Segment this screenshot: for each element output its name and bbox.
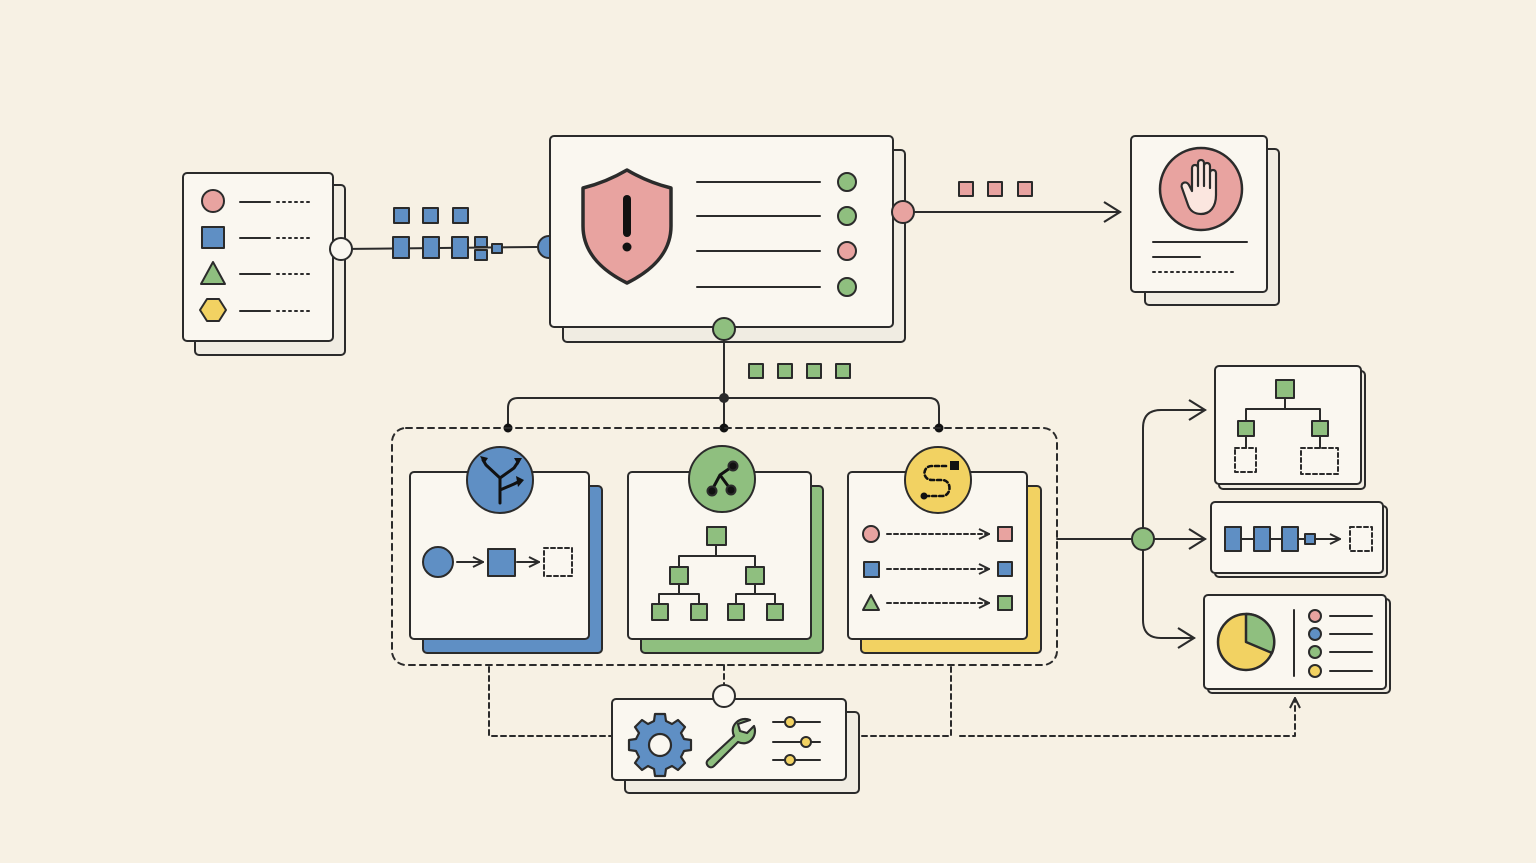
input-connector [329,207,561,261]
output-card-tree [1214,365,1366,490]
output-card-report [1203,594,1391,694]
branch-card-sequence [409,446,603,654]
triangle-icon [200,261,226,285]
settings-panel [611,684,860,794]
pipeline-icon [1224,526,1373,552]
branch-card-mapping [847,446,1042,654]
status-indicators [837,172,857,297]
route-path-icon [904,446,972,514]
stop-hand-icon [1158,146,1244,232]
circle-icon [201,189,225,213]
hexagon-icon [199,298,227,322]
warning-shield-icon [581,168,673,285]
gear-icon [627,712,693,778]
branching-icon [466,446,534,514]
output-card-pipeline [1210,501,1388,578]
branch-card-hierarchy [627,445,824,654]
processing-group [391,427,1058,666]
guard-text-lines [696,181,821,288]
blocked-connector [891,181,1120,224]
guard-card [549,135,906,343]
sliders-icon [772,716,821,766]
output-connector [1056,410,1205,638]
stop-card [1130,135,1280,306]
wrench-icon [705,717,757,769]
graph-nodes-icon [688,445,756,513]
input-legend-card [182,172,346,356]
square-icon [201,226,225,249]
tree-structure-icon [1234,379,1339,475]
pie-chart-icon [1216,612,1276,672]
legend-lines [239,201,314,312]
config-dashed-links [488,664,1295,737]
